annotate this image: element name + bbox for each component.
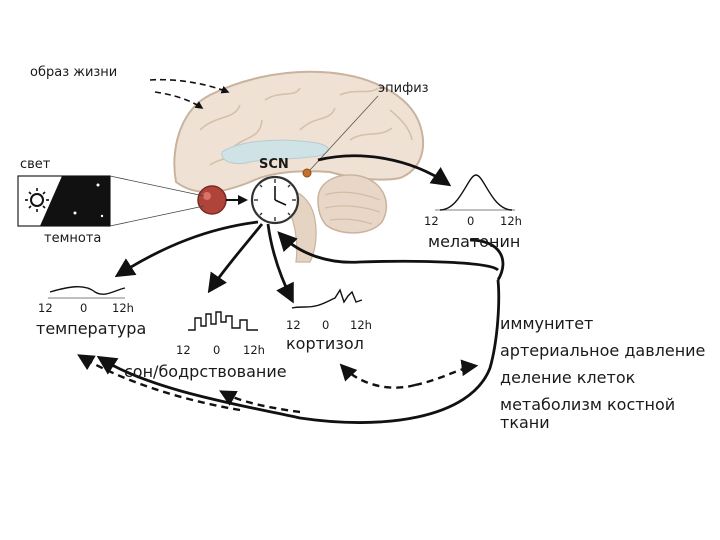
cortisol-tick-1: 12 [286, 318, 301, 332]
cortisol-label: кортизол [286, 334, 364, 353]
sleep-wake-label: сон/бодрствование [124, 362, 287, 381]
lifestyle-label: образ жизни [30, 65, 118, 80]
scn-clock [250, 175, 300, 225]
brain-illustration [173, 70, 425, 263]
melatonin-label: мелатонин [428, 232, 521, 251]
sleep-wake-tick-2: 0 [213, 343, 221, 357]
effect-immunity: иммунитет [500, 314, 594, 333]
stars-icon [73, 183, 104, 218]
darkness-label: темнота [44, 231, 102, 246]
melatonin-tick-2: 0 [467, 214, 475, 228]
ventricle [221, 139, 329, 165]
temperature-tick-1: 12 [38, 301, 53, 315]
feedback-arrows [77, 354, 479, 414]
pineal-label: эпифиз [378, 81, 429, 96]
cortisol-graph [291, 288, 363, 309]
temperature-label: температура [36, 319, 147, 338]
cerebellum [317, 174, 388, 234]
sleep-wake-tick-1: 12 [176, 343, 191, 357]
cortisol-tick-2: 0 [322, 318, 330, 332]
scn-label: SCN [259, 157, 289, 172]
sun-icon [25, 188, 49, 212]
melatonin-tick-3: 12h [500, 214, 522, 228]
pineal-leader [309, 95, 379, 171]
effect-bone-metabolism-cont: ткани [500, 413, 550, 432]
cortisol-tick-3: 12h [350, 318, 372, 332]
scn-output-arrows [96, 154, 505, 424]
effect-blood-pressure: артериальное давление [500, 341, 706, 360]
sleep-wake-graph [188, 311, 258, 331]
eye-highlight [203, 192, 211, 200]
light-label: свет [20, 157, 51, 172]
effect-bone-metabolism: метаболизм костной [500, 395, 676, 414]
lifestyle-arrows [149, 78, 230, 109]
effect-cell-division: деление клеток [500, 368, 636, 387]
sleep-wake-tick-3: 12h [243, 343, 265, 357]
light-dark-panel [17, 175, 205, 227]
temperature-tick-2: 0 [80, 301, 88, 315]
melatonin-tick-1: 12 [424, 214, 439, 228]
eye [197, 185, 227, 215]
temperature-graph [48, 286, 126, 299]
temperature-tick-3: 12h [112, 301, 134, 315]
melatonin-graph [435, 174, 515, 211]
pineal-gland [302, 168, 312, 178]
